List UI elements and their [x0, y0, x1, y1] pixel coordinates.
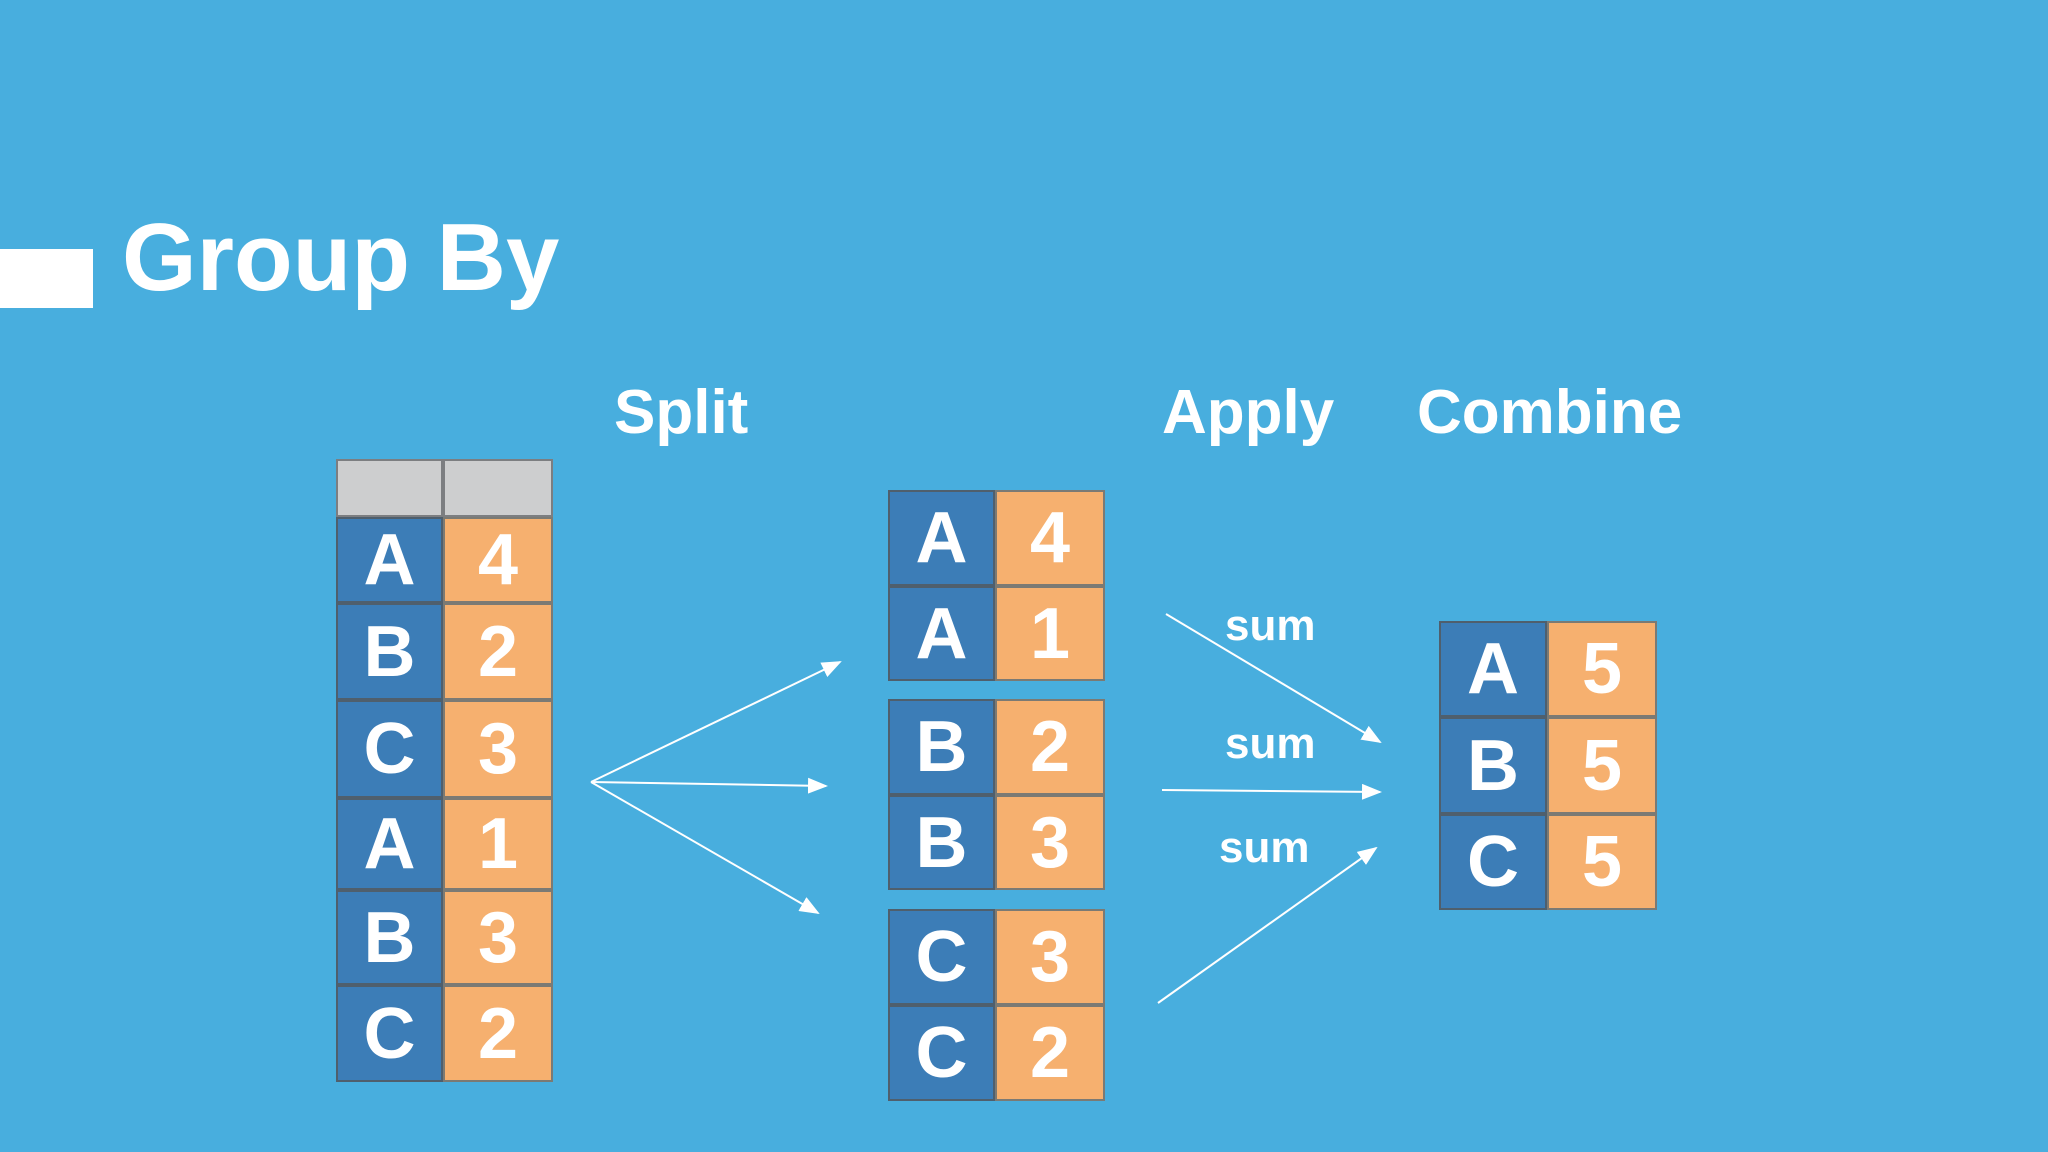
result-table-row: A 5: [1439, 621, 1657, 717]
source-table-row: B 3: [336, 890, 553, 985]
apply-arrow-a: [1165, 613, 1382, 744]
source-key-cell: B: [336, 603, 443, 700]
result-value-cell: 5: [1547, 814, 1657, 910]
group-key-cell: C: [888, 1005, 995, 1101]
source-value-cell: 4: [443, 517, 553, 603]
sum-label-b: sum: [1225, 719, 1316, 768]
source-value-cell: 2: [443, 603, 553, 700]
source-table-row: C 2: [336, 985, 553, 1082]
group-table-row: C 2: [888, 1005, 1105, 1101]
slide-title: Group By: [122, 204, 560, 311]
sum-label-a: sum: [1225, 601, 1316, 650]
source-table: A 4 B 2 C 3 A 1 B 3 C 2: [336, 459, 553, 1082]
group-value-cell: 1: [995, 586, 1105, 681]
source-table-header-value: [443, 459, 553, 517]
group-table-b: B 2 B 3: [888, 699, 1105, 890]
source-table-row: C 3: [336, 700, 553, 798]
result-key-cell: A: [1439, 621, 1547, 717]
group-value-cell: 2: [995, 699, 1105, 795]
split-arrow-b: [590, 777, 828, 794]
group-key-cell: A: [888, 586, 995, 681]
group-value-cell: 4: [995, 490, 1105, 586]
result-table: A 5 B 5 C 5: [1439, 621, 1657, 910]
group-key-cell: B: [888, 699, 995, 795]
group-table-row: B 3: [888, 795, 1105, 890]
split-arrow-c: [590, 781, 820, 914]
source-table-row: B 2: [336, 603, 553, 700]
result-table-row: B 5: [1439, 717, 1657, 814]
title-accent-bar: [0, 249, 93, 308]
sum-label-c: sum: [1219, 823, 1310, 872]
source-key-cell: C: [336, 700, 443, 798]
group-key-cell: C: [888, 909, 995, 1005]
result-key-cell: C: [1439, 814, 1547, 910]
source-table-header-row: [336, 459, 553, 517]
result-table-row: C 5: [1439, 814, 1657, 910]
group-table-row: C 3: [888, 909, 1105, 1005]
source-value-cell: 1: [443, 798, 553, 890]
result-key-cell: B: [1439, 717, 1547, 814]
source-value-cell: 3: [443, 890, 553, 985]
source-key-cell: A: [336, 517, 443, 603]
source-value-cell: 3: [443, 700, 553, 798]
group-value-cell: 3: [995, 795, 1105, 890]
source-key-cell: A: [336, 798, 443, 890]
source-table-row: A 1: [336, 798, 553, 890]
group-table-row: B 2: [888, 699, 1105, 795]
apply-arrow-c: [1157, 846, 1378, 1004]
combine-label: Combine: [1417, 378, 1683, 447]
source-value-cell: 2: [443, 985, 553, 1082]
group-table-row: A 1: [888, 586, 1105, 681]
group-key-cell: B: [888, 795, 995, 890]
source-table-row: A 4: [336, 517, 553, 603]
group-table-row: A 4: [888, 490, 1105, 586]
group-value-cell: 2: [995, 1005, 1105, 1101]
apply-arrow-b: [1161, 783, 1382, 800]
apply-label: Apply: [1162, 378, 1335, 447]
group-table-c: C 3 C 2: [888, 909, 1105, 1101]
source-key-cell: C: [336, 985, 443, 1082]
result-value-cell: 5: [1547, 717, 1657, 814]
group-table-a: A 4 A 1: [888, 490, 1105, 681]
group-key-cell: A: [888, 490, 995, 586]
result-value-cell: 5: [1547, 621, 1657, 717]
split-arrow-a: [590, 661, 842, 783]
source-key-cell: B: [336, 890, 443, 985]
source-table-header-key: [336, 459, 443, 517]
split-label: Split: [614, 378, 749, 447]
group-value-cell: 3: [995, 909, 1105, 1005]
